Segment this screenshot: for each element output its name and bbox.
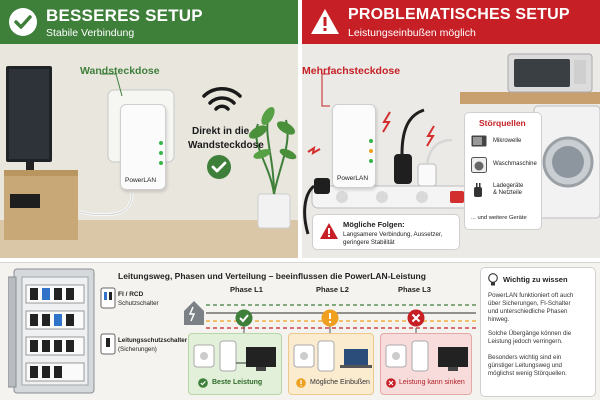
result-label-l3: Leistung kann sinken: [399, 379, 465, 386]
phase-label-l1: Phase L1: [230, 285, 263, 294]
better-setup-title: BESSERES SETUP: [46, 6, 203, 25]
info-p1-l4: hinweg.: [488, 316, 510, 323]
interference-sources-title: Störquellen: [479, 118, 526, 128]
outlet-adapter-tv-l1: [193, 340, 276, 372]
x-circle-icon: [386, 378, 396, 388]
consequences-box: Mögliche Folgen: Langsamere Verbindung, …: [312, 214, 460, 250]
check-circle-icon: [207, 155, 231, 179]
check-circle-icon: [235, 309, 253, 327]
lightbulb-icon: [488, 273, 498, 286]
result-label-l2: Mögliche Einbußen: [310, 379, 370, 386]
info-p1-l2: über Sicherungen, FI-Schalter: [488, 300, 571, 307]
consequences-title: Mögliche Folgen:: [343, 220, 405, 229]
better-setup-panel: BESSERES SETUP Stabile Verbindung P: [0, 0, 298, 258]
warning-triangle-icon: [311, 9, 339, 34]
warning-triangle-icon: [320, 223, 338, 239]
problem-setup-subtitle: Leistungseinbußen möglich: [348, 27, 476, 39]
rcd-switch-icon: [100, 287, 116, 309]
problem-setup-header: PROBLEMATISCHES SETUP Leistungseinbußen …: [302, 0, 600, 44]
breaker-label2: (Sicherungen): [118, 346, 157, 353]
status-led-icon: [369, 149, 373, 153]
problem-setup-panel: PROBLEMATISCHES SETUP Leistungseinbußen …: [302, 0, 600, 258]
check-circle-icon: [9, 8, 37, 36]
phase-label-l2: Phase L2: [316, 285, 349, 294]
check-circle-icon: [198, 378, 208, 388]
rcd-label2: Schutzschalter: [118, 300, 159, 307]
source-item: Mikrowelle: [493, 138, 522, 144]
powerlan-adapter: PowerLAN: [332, 104, 376, 188]
kitchen-illustration: [303, 53, 600, 235]
source-item: Waschmaschine: [493, 161, 537, 167]
important-info-box: Wichtig zu wissen PowerLAN funktioniert …: [480, 267, 596, 397]
source-item: Ladegeräte & Netzteile: [493, 183, 524, 196]
interference-sources-box: Störquellen Mikrowelle Waschmaschine Lad…: [464, 112, 542, 230]
microwave-icon: [471, 135, 487, 147]
washing-machine-icon: [471, 157, 487, 173]
result-label-l1: Beste Leistung: [212, 379, 263, 386]
info-p3-l3: möglichst wenig Störquellen.: [488, 370, 567, 377]
info-title: Wichtig zu wissen: [503, 275, 568, 284]
exclamation-circle-icon: [296, 378, 306, 388]
charger-icon: [474, 183, 482, 197]
info-p3-l1: Besonders wichtig sind ein: [488, 354, 562, 361]
status-led-icon: [369, 139, 373, 143]
outlet-adapter-laptop-l2: [293, 340, 372, 372]
status-led-icon: [159, 141, 163, 145]
better-setup-subtitle: Stabile Verbindung: [46, 27, 135, 39]
breaker-label1: Leitungsschutzschalter: [118, 337, 188, 344]
x-circle-icon: [407, 309, 425, 327]
adapter-label: PowerLAN: [125, 177, 157, 184]
status-led-icon: [159, 151, 163, 155]
power-strip-label: Mehrfachsteckdose: [302, 65, 401, 77]
wifi-icon: [202, 87, 242, 111]
rcd-label1: FI / RCD: [118, 291, 144, 298]
outlet-adapter-tv-l3: [385, 340, 468, 372]
distribution-board-illustration: [8, 268, 95, 394]
wiring-section-title: Leitungsweg, Phasen und Verteilung – bee…: [118, 271, 426, 281]
better-setup-header: BESSERES SETUP Stabile Verbindung: [0, 0, 298, 44]
info-p2-l1: Solche Übergänge können die: [488, 330, 572, 337]
adapter-label: PowerLAN: [337, 175, 369, 182]
powerlan-adapter: PowerLAN: [120, 104, 166, 190]
info-p3-l2: günstiger Leitungsweg und: [488, 362, 562, 369]
problem-setup-title: PROBLEMATISCHES SETUP: [348, 6, 570, 23]
direct-note-line2: Wandsteckdose: [188, 140, 264, 151]
phase-label-l3: Phase L3: [398, 285, 431, 294]
circuit-breaker-icon: [100, 333, 116, 355]
status-led-icon: [159, 161, 163, 165]
info-p1-l3: und unterschiedliche Phasen: [488, 308, 568, 315]
info-p2-l2: Leistung jedoch verringern.: [488, 338, 563, 345]
consequences-text1: Langsamere Verbindung, Aussetzer,: [343, 231, 443, 238]
info-p1-l1: PowerLAN funktioniert oft auch: [488, 292, 574, 299]
status-led-icon: [369, 159, 373, 163]
sources-more: ... und weitere Geräte: [471, 215, 527, 221]
wiring-path-section: FI / RCD Schutzschalter Leitungsschutzsc…: [0, 262, 600, 400]
direct-note-line1: Direkt in die: [192, 126, 250, 137]
wall-outlet-label: Wandsteckdose: [80, 65, 160, 77]
exclamation-circle-icon: [321, 309, 339, 327]
consequences-text2: geringere Stabilität: [343, 239, 395, 246]
